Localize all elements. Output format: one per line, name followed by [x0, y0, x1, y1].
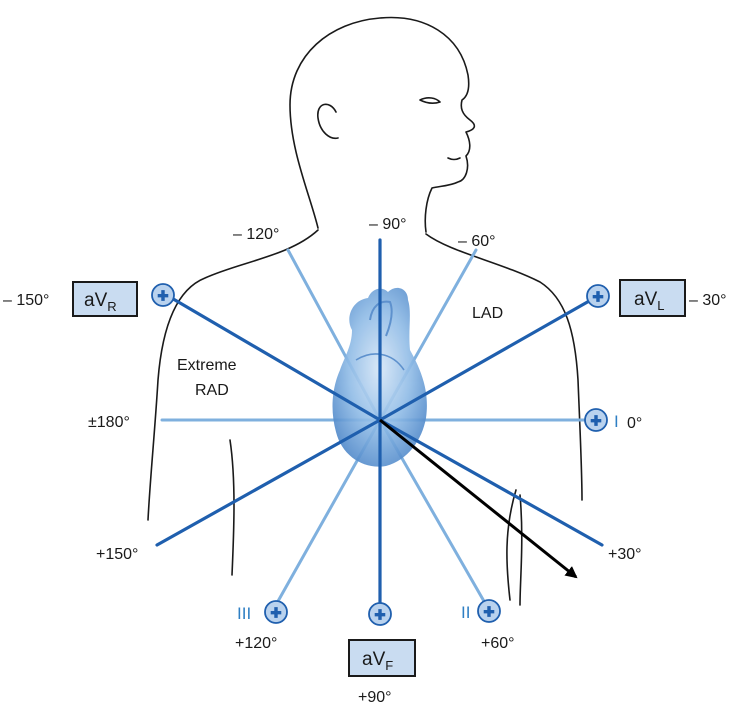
electrode-lead-ii-plus: +	[483, 604, 495, 620]
angle-label-pos150: +150°	[96, 546, 138, 563]
axis-neg30-avl	[378, 294, 600, 422]
lead-ii-label: II	[461, 603, 470, 622]
axis-pos30	[378, 418, 604, 547]
electrode-avr-plus: +	[157, 288, 169, 304]
electrode-lead-iii-plus: +	[270, 605, 282, 621]
angle-label-neg150: – 150°	[3, 292, 49, 309]
primary-axes	[155, 238, 604, 615]
angle-label-pos60: +60°	[481, 635, 515, 652]
electrode-lead-i-plus: +	[590, 413, 602, 429]
electrode-avr: +	[151, 283, 175, 307]
electrode-lead-iii: +	[264, 600, 288, 624]
lead-iii-label: III	[237, 604, 251, 623]
head-outline	[289, 16, 476, 233]
qrs-vector-arrow	[379, 418, 578, 579]
electrode-avf: +	[368, 602, 392, 626]
region-label-lad: LAD	[472, 305, 503, 322]
lead-avl-label: aVL	[634, 289, 664, 313]
axis-neg150-avr	[161, 291, 382, 422]
angle-label-neg60: – 60°	[458, 233, 496, 250]
electrodes: + + + + + +	[151, 283, 610, 626]
angle-label-pos30: +30°	[608, 546, 642, 563]
mouth-outline	[447, 157, 461, 161]
ear-outline	[317, 103, 339, 140]
angle-label-pm180: ±180°	[88, 414, 130, 431]
electrode-lead-i: +	[584, 408, 608, 432]
left-shoulder	[147, 229, 319, 521]
angle-label-neg120: – 120°	[233, 226, 279, 243]
right-arm-inner	[506, 489, 517, 601]
electrode-avl-plus: +	[592, 289, 604, 305]
angle-label-neg30: – 30°	[689, 292, 727, 309]
angle-label-pos120: +120°	[235, 635, 277, 652]
angle-label-zero: 0°	[627, 415, 642, 432]
lead-avf-label: aVF	[362, 649, 393, 673]
electrode-lead-ii: +	[477, 599, 501, 623]
lead-box-avf: aVF	[348, 639, 416, 677]
electrode-avf-plus: +	[374, 607, 386, 623]
axis-pos150	[155, 418, 382, 547]
electrode-avl: +	[586, 284, 610, 308]
left-arm-inner	[229, 439, 235, 576]
angle-label-neg90: – 90°	[369, 216, 407, 233]
lead-box-avr: aVR	[72, 281, 138, 317]
lead-i-label: I	[614, 412, 619, 431]
right-arm-outer	[519, 494, 523, 606]
eye-outline	[419, 97, 441, 105]
region-label-extreme: Extreme	[177, 357, 237, 374]
angle-label-pos90: +90°	[358, 689, 392, 706]
lead-avr-label: aVR	[84, 290, 117, 314]
lead-box-avl: aVL	[619, 279, 686, 317]
region-label-rad: RAD	[195, 382, 229, 399]
